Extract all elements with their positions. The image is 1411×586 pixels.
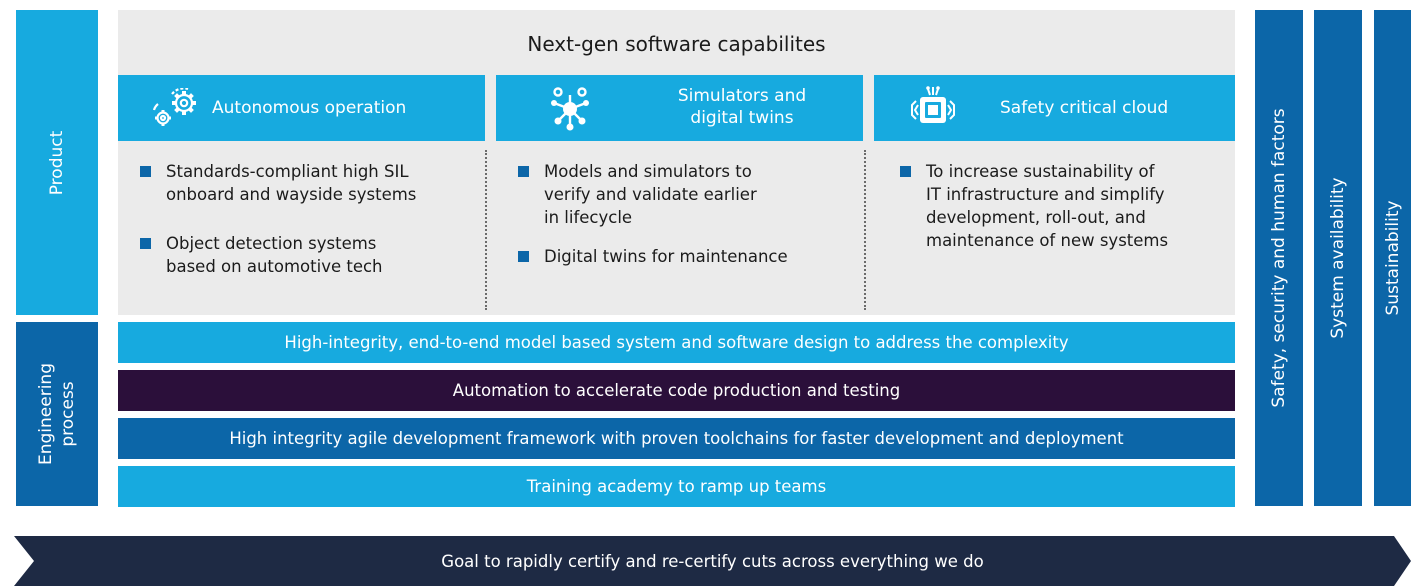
list-item: Object detection systems based on automo…: [140, 232, 480, 278]
column-divider: [485, 150, 487, 310]
column-divider: [864, 150, 866, 310]
list-item: Digital twins for maintenance: [518, 245, 858, 268]
panel-title: Next-gen software capabilites: [527, 32, 826, 56]
product-column: Product: [16, 10, 98, 315]
capabilities-panel: Next-gen software capabilites: [118, 10, 1235, 315]
bullet-square-icon: [518, 166, 529, 177]
goal-arrow: Goal to rapidly certify and re-certify c…: [14, 536, 1411, 586]
bar-training-academy: Training academy to ramp up teams: [118, 466, 1235, 507]
sustainability-label: Sustainability: [1382, 200, 1403, 316]
bullet-square-icon: [140, 238, 151, 249]
network-icon: [544, 85, 596, 138]
arrow-shape: [14, 536, 1411, 586]
column-sustainability: Sustainability: [1374, 10, 1411, 506]
capability-header-safety-critical-cloud: Safety critical cloud: [874, 75, 1235, 141]
capability-title-simulators: Simulators and digital twins: [677, 86, 807, 128]
bullet-square-icon: [140, 166, 151, 177]
list-item: Standards-compliant high SIL onboard and…: [140, 160, 480, 206]
capability-header-simulators: Simulators and digital twins: [496, 75, 863, 141]
capability-title-safety-critical-cloud: Safety critical cloud: [1000, 98, 1169, 118]
engineering-process-column: Engineering process: [16, 322, 98, 506]
bullet-square-icon: [900, 166, 911, 177]
safety-security-label: Safety, security and human factors: [1269, 108, 1289, 408]
chip-icon: [908, 85, 958, 136]
system-availability-label: System availability: [1328, 177, 1348, 339]
column-system-availability: System availability: [1314, 10, 1362, 506]
bar-automation: Automation to accelerate code production…: [118, 370, 1235, 411]
capability-body-safety-critical-cloud: To increase sustainability of IT infrast…: [900, 160, 1230, 278]
bullet-square-icon: [518, 251, 529, 262]
capability-header-autonomous-operation: Autonomous operation: [118, 75, 485, 141]
capability-body-simulators: Models and simulators to verify and vali…: [518, 160, 858, 294]
goal-text: Goal to rapidly certify and re-certify c…: [441, 551, 984, 571]
capability-body-autonomous-operation: Standards-compliant high SIL onboard and…: [140, 160, 480, 304]
capability-title-autonomous-operation: Autonomous operation: [212, 98, 407, 118]
bar-model-based-design: High-integrity, end-to-end model based s…: [118, 322, 1235, 363]
bar-agile-framework: High integrity agile development framewo…: [118, 418, 1235, 459]
product-label: Product: [47, 130, 67, 195]
list-item: Models and simulators to verify and vali…: [518, 160, 858, 229]
column-safety-security: Safety, security and human factors: [1255, 10, 1303, 506]
engineering-process-label: Engineering process: [36, 363, 78, 465]
gears-icon: [150, 87, 204, 135]
list-item: To increase sustainability of IT infrast…: [900, 160, 1230, 252]
